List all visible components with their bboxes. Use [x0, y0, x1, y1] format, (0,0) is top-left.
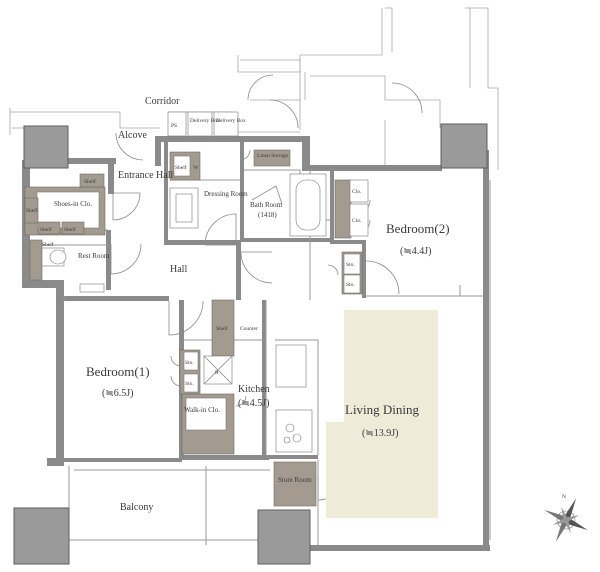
delivery-box-label-2: Delivery Box [216, 118, 246, 124]
alcove-label: Alcove [118, 130, 147, 141]
living-dining-label: Living Dining [345, 402, 420, 417]
shelf-label: Shelf [42, 241, 54, 248]
bedroom1-label: Bedroom(1) [86, 364, 150, 379]
bedroom1-size-label: (≒6.5J) [102, 388, 133, 399]
shelf-label: Shelf [84, 178, 96, 185]
bedroom2-size-label: (≒4.4J) [400, 246, 431, 257]
shelf-label: Shelf [26, 207, 38, 214]
delivery-box-label-1: Delivery Box [190, 118, 220, 124]
shelf-label: Shelf [64, 226, 76, 233]
corridor-label: Corridor [145, 96, 180, 107]
dressing-room-label: Dressing Room [204, 190, 248, 198]
bath-room-label: Bath Room [250, 201, 283, 209]
rest-room-label: Rest Room [78, 252, 110, 260]
ps-label: PS [171, 123, 177, 129]
sto-label: Sto. [346, 262, 355, 268]
bath-size-label: (1418) [258, 211, 277, 219]
columns [13, 123, 488, 565]
clo-label: Clo. [352, 189, 362, 195]
r-label: R [215, 370, 219, 376]
store-room-label: Store Room [278, 476, 312, 484]
hall-label: Hall [170, 264, 187, 275]
kitchen-size-label: (≒4.5J) [238, 398, 269, 409]
balcony-label: Balcony [120, 502, 153, 513]
shelf-label: Shelf [40, 226, 52, 233]
shoes-in-clo-label: Shoes-in Clo. [54, 200, 92, 208]
kitchen-label: Kitchen [238, 384, 270, 395]
exterior-lines [9, 7, 499, 171]
linen-storage-label: Linen Storage [257, 153, 289, 159]
sto-label: Sto. [185, 381, 194, 387]
walk-in-clo-label: Walk-in Clo. [184, 406, 220, 414]
counter-label: Counter [240, 326, 258, 332]
walls [22, 136, 490, 551]
sto-label: Sto. [346, 282, 355, 288]
north-label: N [562, 494, 566, 500]
shelf-label: Shelf [175, 164, 187, 171]
bedroom2-label: Bedroom(2) [386, 221, 450, 236]
clo-label: Clo. [352, 218, 362, 224]
compass-rose: N [544, 494, 588, 542]
room-labels: Corridor Alcove PS Delivery Box Delivery… [26, 96, 450, 513]
entrance-hall-label: Entrance Hall [118, 170, 173, 181]
sto-label: Sto. [185, 360, 194, 366]
living-dining-size-label: (≒13.9J) [362, 428, 398, 439]
storage-units [24, 111, 369, 507]
shelf-label: Shelf [216, 325, 228, 332]
living-dining-floor [326, 310, 438, 518]
w-label: W [193, 165, 199, 171]
